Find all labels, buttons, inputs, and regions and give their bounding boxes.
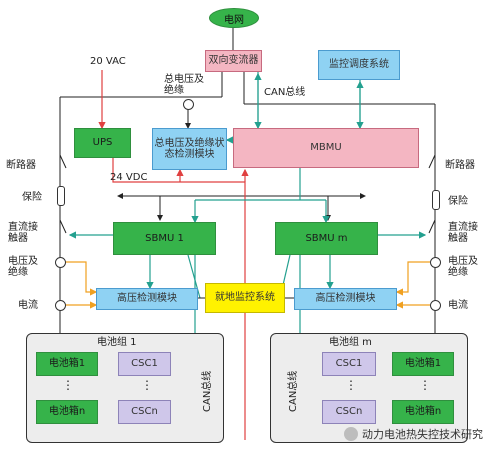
ups-box: UPS [74,128,131,158]
sbmu-m-label: SBMU m [305,232,348,244]
can-line-right-label: CAN总线 [288,370,299,412]
sbmu-1-box: SBMU 1 [113,222,216,255]
bidirectional-converter-label: 双向变流器 [208,55,259,67]
battery-box-right-1: 电池箱1 [392,352,454,376]
fuse-right-icon [432,190,440,210]
csc-left-1: CSC1 [118,352,171,376]
wechat-icon [344,427,358,441]
voltage-sensor-left-icon [55,257,66,268]
can-line-left-label: CAN总线 [202,370,213,412]
voltage-sensor-right-icon [430,257,441,268]
fuse-left-label: 保险 [22,192,42,203]
total-voltage-label: 总电压及绝缘 [164,74,204,96]
hv-detect-left-box: 高压检测模块 [96,288,198,310]
hv-detect-right-label: 高压检测模块 [315,293,376,305]
battery-box-right-n: 电池箱n [392,400,454,424]
current-left-label: 电流 [18,300,38,311]
csc-left-n: CSCn [118,400,171,424]
csc-right-n-label: CSCn [335,406,363,418]
battery-box-right-n-label: 电池箱n [404,406,442,418]
current-right-label: 电流 [448,300,468,311]
sbmu-1-label: SBMU 1 [145,232,184,244]
csc-left-n-label: CSCn [131,406,158,418]
sbmu-m-box: SBMU m [275,222,378,255]
power-grid-label: 电网 [224,14,244,26]
battery-box-left-1-label: 电池箱1 [48,358,86,370]
csc-right-1: CSC1 [322,352,376,376]
battery-group-left-title: 电池组 1 [97,337,137,348]
fuse-left-icon [57,186,65,206]
can-bus-top-label: CAN总线 [264,87,306,98]
hv-detect-left-label: 高压检测模块 [117,293,177,305]
breaker-right-label: 断路器 [445,160,475,171]
bidirectional-converter-box: 双向变流器 [205,50,262,72]
csc-right-ellipsis: ⋮ [345,378,357,392]
voltage-insulation-right-label: 电压及绝缘 [448,256,478,278]
battery-group-right-title: 电池组 m [329,337,372,348]
current-sensor-right-icon [430,300,441,311]
battery-group-right: 电池组 m [270,333,468,443]
local-monitor-label: 就地监控系统 [215,292,275,304]
local-monitor-box: 就地监控系统 [205,283,285,313]
dispatch-system-label: 监控调度系统 [329,59,389,71]
fuse-right-label: 保险 [448,196,468,207]
csc-left-1-label: CSC1 [131,358,158,370]
dc-contactor-left-label: 直流接触器 [8,222,38,244]
breaker-left-label: 断路器 [6,160,36,171]
battery-group-left: 电池组 1 [26,333,224,443]
csc-right-n: CSCn [322,400,376,424]
hv-insulation-monitor-label: 总电压及绝缘状态检测模块 [154,137,225,161]
dc-contactor-right-label: 直流接触器 [448,222,478,244]
battery-box-right-1-label: 电池箱1 [404,358,442,370]
watermark-text: 动力电池热失控技术研究 [362,428,483,441]
mbmu-box: MBMU [233,128,419,168]
ups-label: UPS [92,137,113,149]
hv-insulation-monitor-box: 总电压及绝缘状态检测模块 [152,128,227,170]
mbmu-label: MBMU [310,142,342,154]
hv-detect-right-box: 高压检测模块 [294,288,397,310]
vdc-label: 24 VDC [110,172,148,183]
power-grid-node: 电网 [209,8,259,28]
current-sensor-left-icon [55,300,66,311]
dispatch-system-box: 监控调度系统 [318,50,400,80]
battery-box-left-1: 电池箱1 [36,352,98,376]
battery-left-ellipsis: ⋮ [62,378,74,392]
battery-box-left-n: 电池箱n [36,400,98,424]
watermark: 动力电池热失控技术研究 [344,426,483,442]
csc-left-ellipsis: ⋮ [141,378,153,392]
total-voltage-sensor-icon [183,99,194,110]
csc-right-1-label: CSC1 [335,358,363,370]
vac-label: 20 VAC [90,56,126,67]
battery-right-ellipsis: ⋮ [419,378,431,392]
battery-box-left-n-label: 电池箱n [48,406,86,418]
voltage-insulation-left-label: 电压及绝缘 [8,256,38,278]
